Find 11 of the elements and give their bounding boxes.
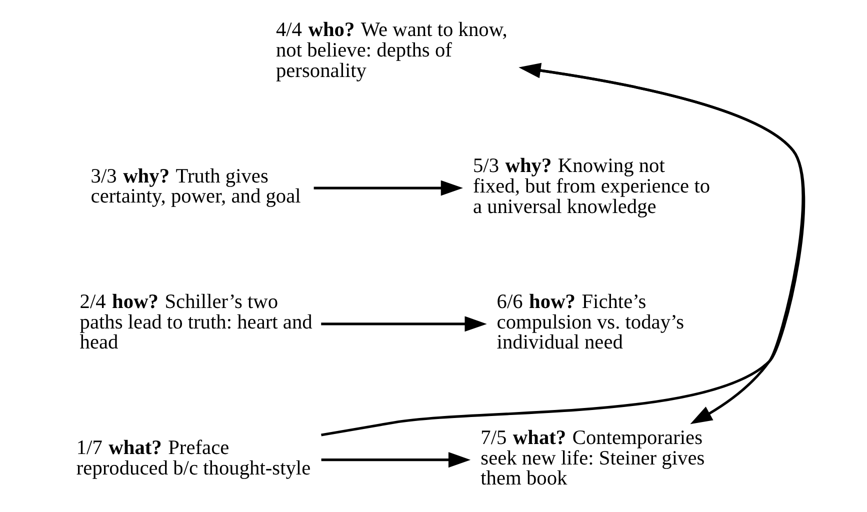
node-text: 2/4 how? Schiller’s two paths lead to truth: heart and head	[80, 290, 312, 354]
arrow	[314, 180, 463, 196]
node-text: 4/4 who? We want to know, not believe: depths of personality	[276, 19, 508, 82]
node-text: 5/3 why? Knowing not fixed, but from experience to a universal knowledge	[473, 155, 710, 218]
node-text: 6/6 how? Fichte’s compulsion vs. today’s individual need	[496, 290, 684, 354]
arrow	[321, 62, 806, 436]
arrow	[321, 316, 487, 332]
node-text: 1/7 what? Preface reproduced b/c thought-style	[76, 437, 311, 480]
node-text: 7/5 what? Contemporaries seek new life: Steiner gives them book	[480, 426, 705, 490]
node-text: 3/3 why? Truth gives certainty, power, and goal	[90, 165, 301, 208]
arrow	[321, 452, 471, 468]
